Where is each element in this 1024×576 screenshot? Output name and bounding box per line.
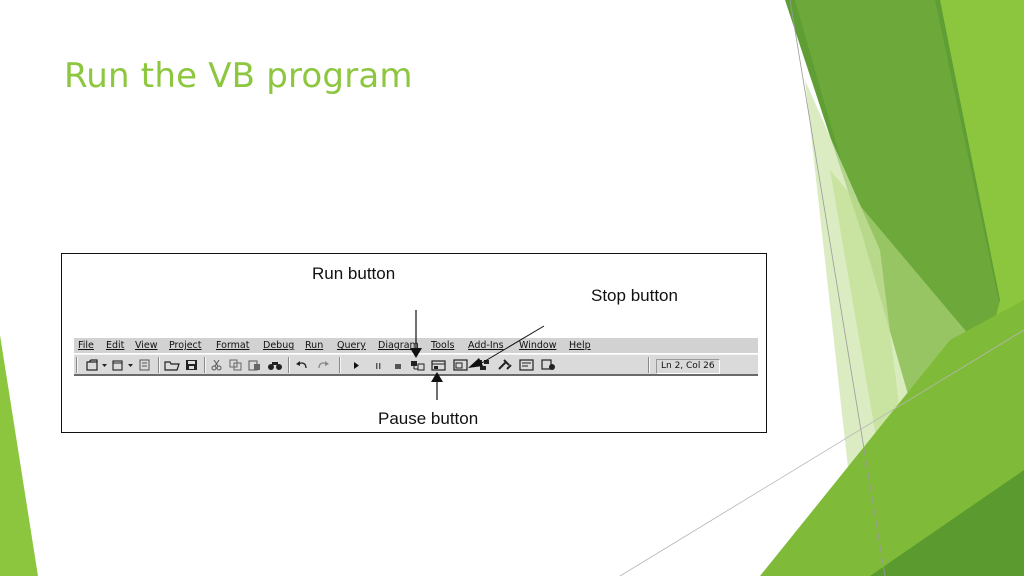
- menu-tools[interactable]: Tools: [431, 340, 455, 351]
- save-icon[interactable]: [185, 359, 198, 371]
- cursor-position-readout: Ln 2, Col 26: [656, 359, 720, 374]
- menu-project[interactable]: Project: [169, 340, 202, 351]
- deco-line: [789, 0, 886, 576]
- redo-icon[interactable]: [316, 359, 331, 371]
- run-arrow-head: [410, 348, 422, 358]
- cut-icon[interactable]: [210, 359, 223, 371]
- deco-shape-bottom-dark: [870, 470, 1024, 576]
- paste-icon[interactable]: [248, 359, 261, 371]
- toolbar-separator: [288, 357, 290, 373]
- menu-window[interactable]: Window: [519, 340, 557, 351]
- pause-icon[interactable]: [373, 359, 383, 371]
- toolbar-separator: [339, 357, 341, 373]
- menu-add-ins[interactable]: Add-Ins: [468, 340, 504, 351]
- stop-button-callout: Stop button: [591, 286, 678, 305]
- add-project-icon[interactable]: [86, 359, 99, 371]
- stop-arrow-line: [479, 325, 545, 365]
- undo-icon[interactable]: [294, 359, 309, 371]
- toolbar-grip: [76, 357, 78, 373]
- project-explorer-icon[interactable]: [409, 359, 426, 371]
- stop-icon[interactable]: [393, 359, 403, 371]
- run-icon[interactable]: [351, 359, 361, 371]
- deco-shape-bottom: [760, 300, 1024, 576]
- menu-debug[interactable]: Debug: [263, 340, 295, 351]
- data-view-icon[interactable]: [519, 359, 535, 371]
- menu-query[interactable]: Query: [337, 340, 366, 351]
- menu-editor-icon[interactable]: [138, 359, 151, 371]
- toolbar-separator: [648, 357, 650, 373]
- toolbar-separator: [204, 357, 206, 373]
- toolbar-screenshot-figure: Run button Stop button Pause button File…: [61, 253, 767, 433]
- find-icon[interactable]: [267, 359, 284, 371]
- toolbox-icon[interactable]: [497, 359, 513, 371]
- dropdown-icon[interactable]: [127, 359, 134, 371]
- menu-file[interactable]: File: [78, 340, 94, 351]
- open-icon[interactable]: [164, 359, 182, 371]
- stop-arrow-head: [468, 358, 483, 368]
- callout-arrows: [410, 310, 545, 400]
- pause-button-callout: Pause button: [378, 409, 479, 428]
- menu-format[interactable]: Format: [216, 340, 250, 351]
- menu-help[interactable]: Help: [569, 340, 591, 351]
- slide-title: Run the VB program: [64, 56, 413, 96]
- menu-view[interactable]: View: [135, 340, 158, 351]
- component-manager-icon[interactable]: [541, 359, 557, 371]
- copy-icon[interactable]: [229, 359, 242, 371]
- menu-diagram[interactable]: Diagram: [378, 340, 419, 351]
- dropdown-icon[interactable]: [101, 359, 108, 371]
- deco-shape-left: [0, 335, 38, 576]
- deco-line-2: [619, 329, 1024, 576]
- run-button-callout: Run button: [312, 264, 396, 283]
- form-layout-icon[interactable]: [453, 359, 469, 371]
- properties-icon[interactable]: [431, 359, 447, 371]
- toolbar-separator: [158, 357, 160, 373]
- pause-arrow-head: [431, 372, 443, 382]
- menu-edit[interactable]: Edit: [106, 340, 125, 351]
- add-form-icon[interactable]: [111, 359, 124, 371]
- menu-run[interactable]: Run: [305, 340, 324, 351]
